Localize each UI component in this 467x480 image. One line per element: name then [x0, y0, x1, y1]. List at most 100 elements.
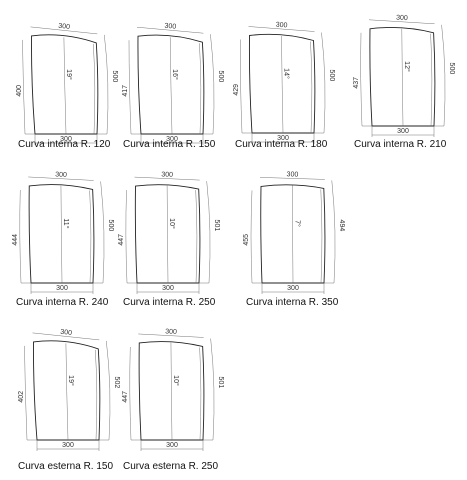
- centre-line: [169, 37, 173, 135]
- left-dimension-label: 402: [18, 391, 25, 403]
- right-dimension-line: [99, 340, 111, 441]
- right-dimension-line: [434, 24, 446, 127]
- left-dimension-label: 455: [243, 234, 250, 246]
- left-dimension-line: [19, 189, 31, 284]
- inner-edge-line: [320, 189, 323, 284]
- panel-caption: Curva interna R. 120: [18, 139, 111, 150]
- left-dimension-label: 447: [122, 391, 129, 403]
- right-dimension-label: 502: [113, 377, 120, 389]
- left-dimension-label: 447: [118, 234, 125, 246]
- bottom-dimension-label: 300: [62, 442, 74, 449]
- angle-label: 11°: [62, 218, 70, 228]
- top-dimension-line: [259, 177, 325, 180]
- bottom-dimension-label: 300: [277, 135, 289, 142]
- panel-caption: Curva interna R. 180: [235, 139, 328, 150]
- inner-edge-line: [310, 41, 313, 134]
- top-dimension-label: 300: [396, 14, 408, 22]
- centre-line: [60, 185, 63, 284]
- left-dimension-line: [22, 39, 35, 135]
- angle-label: 7°: [293, 220, 301, 227]
- bottom-dimension-label: 300: [166, 136, 178, 143]
- top-dimension-line: [248, 26, 315, 32]
- left-dimension-line: [125, 190, 137, 284]
- top-dimension-label: 300: [60, 329, 72, 337]
- inner-edge-line: [195, 190, 198, 284]
- inner-edge-line: [93, 43, 96, 135]
- left-dimension-label: 437: [353, 77, 360, 89]
- top-dimension-label: 300: [286, 171, 298, 178]
- curve-panel: 300 300 455 494 7° Curva interna R. 350: [243, 171, 345, 308]
- top-dimension-line: [30, 26, 98, 35]
- panel-caption: Curva esterna R. 150: [18, 461, 113, 472]
- centre-line: [63, 37, 67, 135]
- angle-label: 10°: [172, 375, 180, 386]
- angle-label: 12°: [403, 61, 411, 72]
- panel-caption: Curva esterna R. 250: [123, 461, 218, 472]
- curve-outline: [369, 27, 436, 127]
- left-dimension-line: [128, 40, 141, 135]
- right-dimension-label: 501: [217, 377, 224, 389]
- curve-outline: [248, 33, 316, 134]
- bottom-dimension-label: 300: [56, 285, 68, 292]
- top-dimension-label: 300: [276, 22, 288, 30]
- right-dimension-line: [199, 181, 211, 284]
- panel-caption: Curva interna R. 150: [123, 139, 216, 150]
- top-dimension-label: 300: [164, 23, 176, 31]
- left-dimension-line: [24, 345, 37, 441]
- panel-caption: Curva interna R. 240: [16, 297, 109, 308]
- bottom-dimension-label: 300: [60, 136, 72, 143]
- inner-edge-line: [199, 43, 202, 135]
- angle-label: 19°: [65, 69, 73, 80]
- centre-line: [170, 342, 173, 441]
- top-dimension-label: 300: [58, 23, 70, 31]
- centre-line: [65, 343, 69, 441]
- curve-outline: [137, 34, 205, 135]
- centre-line: [166, 185, 169, 284]
- panel-caption: Curva interna R. 250: [123, 297, 216, 308]
- left-dimension-label: 417: [122, 85, 129, 97]
- right-dimension-line: [93, 181, 105, 284]
- panel-caption: Curva interna R. 350: [246, 297, 339, 308]
- top-dimension-label: 300: [161, 171, 173, 179]
- left-dimension-label: 400: [16, 85, 23, 97]
- top-dimension-line: [136, 26, 204, 34]
- inner-edge-line: [199, 347, 202, 441]
- angle-label: 14°: [283, 68, 291, 79]
- bottom-dimension-label: 300: [287, 285, 299, 292]
- angle-label: 16°: [171, 69, 179, 80]
- right-dimension-line: [203, 338, 215, 441]
- top-dimension-label: 300: [55, 171, 67, 179]
- bottom-dimension-label: 300: [166, 442, 178, 449]
- right-dimension-label: 500: [448, 63, 455, 75]
- bottom-dimension-label: 300: [397, 128, 409, 135]
- top-dimension-line: [138, 333, 204, 338]
- left-dimension-line: [250, 190, 262, 284]
- angle-label: 19°: [67, 375, 75, 386]
- right-dimension-line: [97, 34, 109, 135]
- right-dimension-line: [203, 34, 215, 135]
- right-dimension-label: 500: [107, 220, 114, 232]
- right-dimension-label: 494: [338, 220, 345, 232]
- right-dimension-label: 500: [328, 70, 335, 82]
- left-dimension-line: [360, 32, 372, 127]
- curve-outline: [138, 341, 205, 441]
- right-dimension-line: [324, 180, 336, 284]
- left-dimension-line: [240, 39, 252, 134]
- curve-outline: [31, 34, 99, 135]
- right-dimension-label: 500: [111, 71, 118, 83]
- left-dimension-line: [129, 346, 141, 441]
- inner-edge-line: [89, 190, 92, 284]
- top-dimension-line: [134, 176, 200, 181]
- centre-line: [401, 28, 404, 127]
- curve-panel: 300 300 429 500 14° Curva interna R. 180: [233, 22, 335, 150]
- left-dimension-label: 429: [233, 84, 240, 96]
- right-dimension-label: 501: [213, 220, 220, 232]
- top-dimension-line: [368, 19, 435, 25]
- panel-caption: Curva interna R. 210: [354, 139, 447, 150]
- top-dimension-line: [28, 176, 94, 181]
